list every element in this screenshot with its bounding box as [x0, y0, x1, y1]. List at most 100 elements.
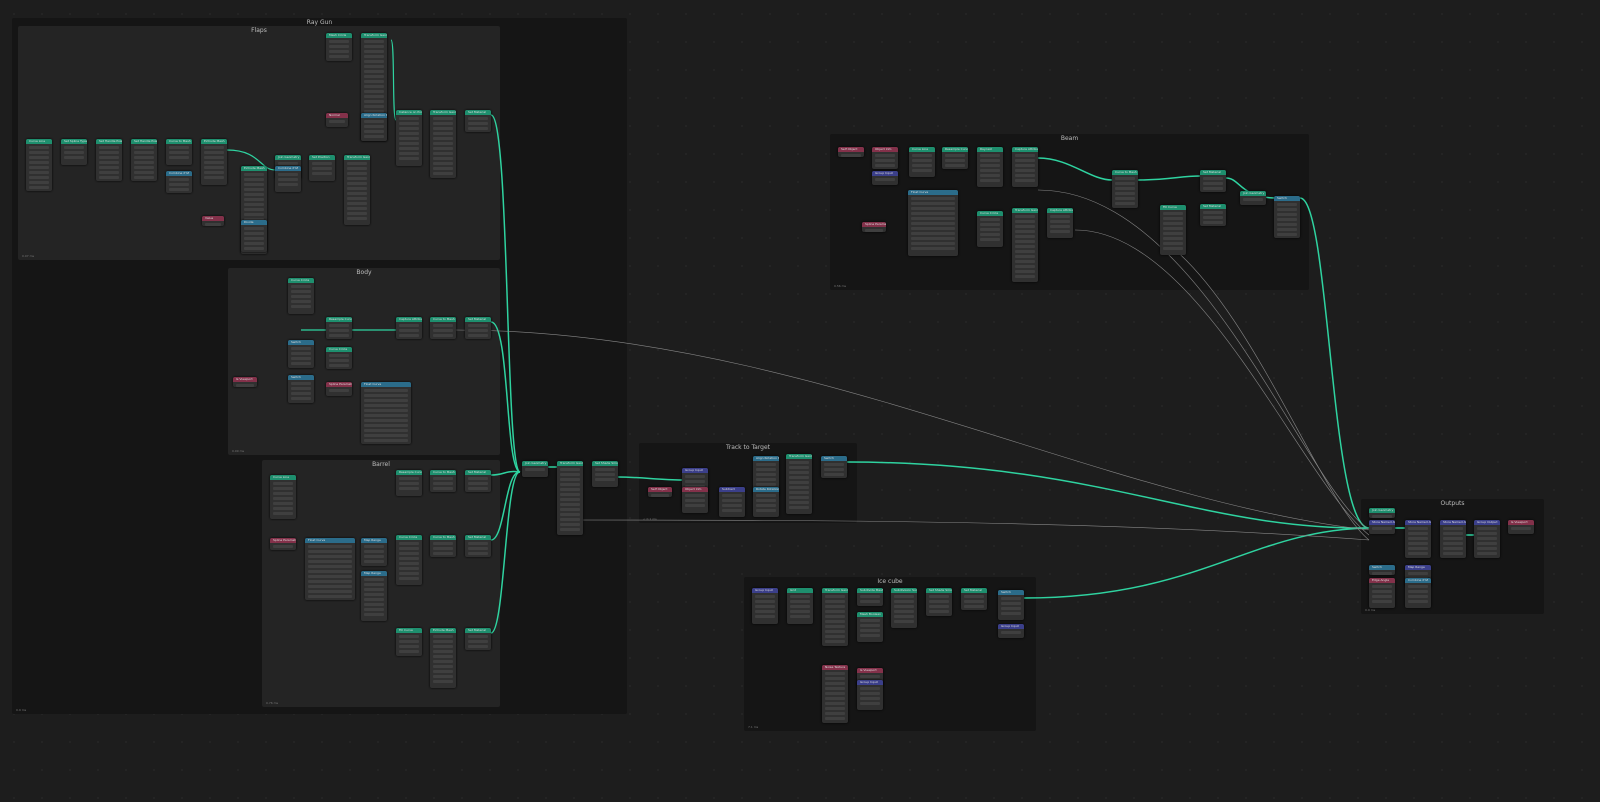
node-socket-row[interactable]	[964, 600, 984, 603]
node-socket-row[interactable]	[329, 329, 349, 332]
node-set-material[interactable]: Set Material	[465, 470, 491, 492]
node-spline-parameter[interactable]: Spline Parameter	[270, 538, 296, 550]
node-socket-row[interactable]	[329, 45, 349, 48]
node-socket-row[interactable]	[134, 176, 154, 179]
node-socket-row[interactable]	[860, 624, 880, 627]
node-header[interactable]: Raycast	[977, 147, 1003, 152]
node-socket-row[interactable]	[860, 702, 880, 705]
node-socket-row[interactable]	[433, 334, 453, 337]
node-socket-row[interactable]	[244, 173, 264, 176]
node-socket-row[interactable]	[1015, 169, 1035, 172]
node-socket-row[interactable]	[433, 675, 453, 678]
node-socket-row[interactable]	[468, 122, 488, 125]
node-switch[interactable]: Switch	[1369, 565, 1395, 575]
node-socket-row[interactable]	[1277, 228, 1297, 231]
node-socket-row[interactable]	[1408, 590, 1428, 593]
node-socket-row[interactable]	[790, 615, 810, 618]
node-socket-row[interactable]	[1477, 542, 1497, 545]
node-socket-row[interactable]	[99, 166, 119, 169]
node-socket-row[interactable]	[756, 473, 776, 476]
node-set-material[interactable]: Set Material	[1200, 170, 1226, 192]
node-socket-row[interactable]	[273, 507, 293, 510]
node-socket-row[interactable]	[273, 497, 293, 500]
node-header[interactable]: Grid	[787, 588, 813, 593]
node-store-named-attribute[interactable]: Store Named Attribute	[1440, 520, 1466, 558]
node-socket-row[interactable]	[364, 80, 384, 83]
node-header[interactable]: Mesh Boolean	[857, 612, 883, 617]
node-switch[interactable]: Switch	[288, 375, 314, 403]
node-socket-row[interactable]	[433, 477, 453, 480]
node-socket-row[interactable]	[312, 167, 332, 170]
node-grid[interactable]: Grid	[787, 588, 813, 624]
node-socket-row[interactable]	[433, 650, 453, 653]
node-socket-row[interactable]	[29, 156, 49, 159]
node-socket-row[interactable]	[134, 161, 154, 164]
node-header[interactable]: Float Curve	[361, 382, 411, 387]
node-header[interactable]: Set Position	[309, 155, 335, 160]
node-socket-row[interactable]	[364, 70, 384, 73]
node-socket-row[interactable]	[825, 697, 845, 700]
node-header[interactable]: Resample Curve	[942, 147, 968, 152]
node-socket-row[interactable]	[1372, 600, 1392, 603]
node-header[interactable]: Curve to Mesh	[1112, 170, 1138, 175]
node-socket-row[interactable]	[825, 692, 845, 695]
node-header[interactable]: Store Named Attribute	[1440, 520, 1466, 525]
node-socket-row[interactable]	[685, 494, 705, 497]
node-socket-row[interactable]	[399, 324, 419, 327]
node-socket-row[interactable]	[789, 501, 809, 504]
node-socket-row[interactable]	[560, 523, 580, 526]
node-socket-row[interactable]	[756, 478, 776, 481]
node-subtract[interactable]: Subtract	[719, 487, 745, 517]
node-socket-row[interactable]	[169, 183, 189, 186]
node-socket-row[interactable]	[399, 329, 419, 332]
node-socket-row[interactable]	[347, 162, 367, 165]
node-socket-row[interactable]	[399, 334, 419, 337]
node-socket-row[interactable]	[756, 483, 776, 486]
node-header[interactable]: Capture Attribute	[396, 317, 422, 322]
node-socket-row[interactable]	[1050, 220, 1070, 223]
node-store-named-attribute[interactable]: Store Named Attribute	[1405, 520, 1431, 558]
node-socket-row[interactable]	[308, 560, 352, 563]
node-socket-row[interactable]	[825, 605, 845, 608]
node-socket-row[interactable]	[364, 560, 384, 563]
node-socket-row[interactable]	[1372, 585, 1392, 588]
node-socket-row[interactable]	[433, 167, 453, 170]
node-socket-row[interactable]	[980, 164, 1000, 167]
node-spline-parameter[interactable]: Spline Parameter	[326, 382, 352, 396]
node-set-handle-positions[interactable]: Set Handle Positions	[131, 139, 157, 181]
node-socket-row[interactable]	[722, 504, 742, 507]
node-socket-row[interactable]	[1372, 590, 1392, 593]
node-header[interactable]: Transform Geometry	[344, 155, 370, 160]
node-socket-row[interactable]	[911, 202, 955, 205]
node-socket-row[interactable]	[1015, 250, 1035, 253]
node-socket-row[interactable]	[433, 547, 453, 550]
node-header[interactable]: Resample Curve	[396, 470, 422, 475]
node-header[interactable]: Set Shade Smooth	[592, 461, 618, 466]
node-socket-row[interactable]	[433, 324, 453, 327]
node-socket-row[interactable]	[291, 347, 311, 350]
node-socket-row[interactable]	[1443, 537, 1463, 540]
node-header[interactable]: Switch	[998, 590, 1024, 595]
node-socket-row[interactable]	[912, 164, 932, 167]
node-header[interactable]: Subdivision Surface	[891, 588, 917, 593]
node-socket-row[interactable]	[685, 475, 705, 478]
node-set-material[interactable]: Set Material	[961, 588, 987, 610]
node-socket-row[interactable]	[860, 697, 880, 700]
node-header[interactable]: Set Material	[465, 628, 491, 633]
node-socket-row[interactable]	[468, 547, 488, 550]
node-socket-row[interactable]	[329, 120, 345, 123]
node-mesh-circle[interactable]: Mesh Circle	[326, 33, 352, 61]
node-object-info[interactable]: Object Info	[872, 147, 898, 169]
node-socket-row[interactable]	[244, 218, 264, 221]
node-rotate-rotation[interactable]: Rotate Rotation	[753, 487, 779, 517]
node-header[interactable]: Object Info	[682, 487, 708, 492]
node-socket-row[interactable]	[29, 146, 49, 149]
node-socket-row[interactable]	[1203, 216, 1223, 219]
node-socket-row[interactable]	[1115, 177, 1135, 180]
node-socket-row[interactable]	[399, 137, 419, 140]
node-socket-row[interactable]	[980, 179, 1000, 182]
node-header[interactable]: Transform Geometry	[430, 110, 456, 115]
node-socket-row[interactable]	[364, 598, 384, 601]
node-self-object[interactable]: Self Object	[838, 147, 864, 157]
node-socket-row[interactable]	[29, 186, 49, 189]
